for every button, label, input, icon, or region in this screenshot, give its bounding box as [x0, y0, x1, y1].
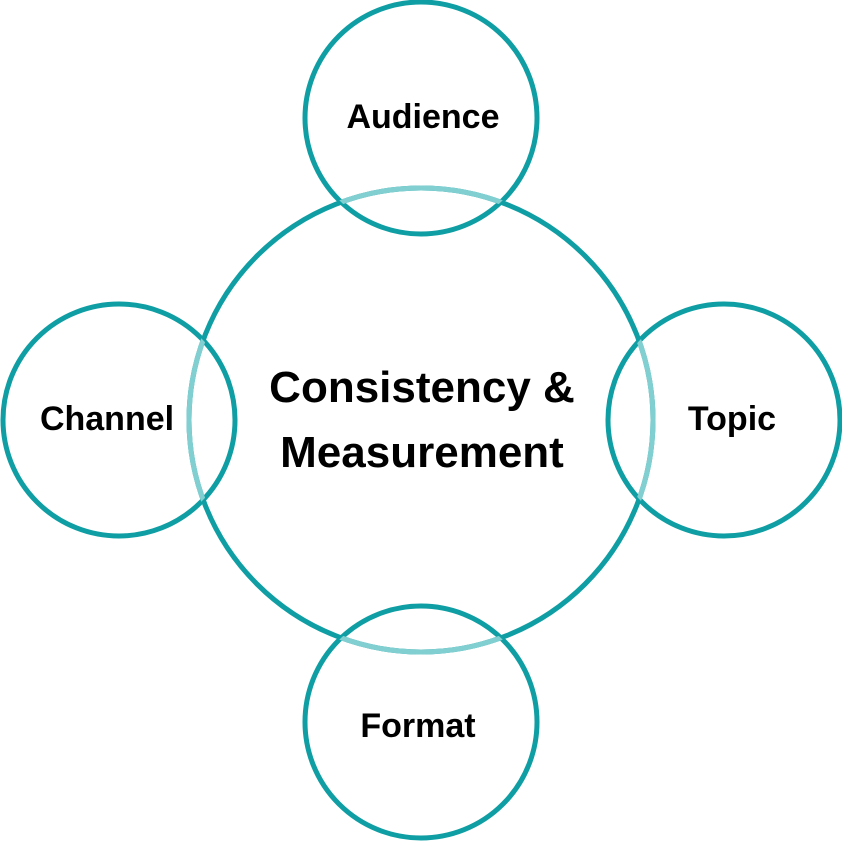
center-label-line-2: Measurement: [280, 428, 564, 477]
overlap-arc-bottom: [305, 606, 537, 655]
center-circle: [186, 185, 656, 655]
overlap-arc-top: [305, 185, 537, 234]
audience-circle: [302, 0, 540, 237]
audience-label: Audience: [346, 98, 499, 136]
topic-label: Topic: [688, 400, 776, 438]
format-circle: [302, 603, 540, 841]
format-label: Format: [360, 707, 475, 745]
channel-circle: [0, 301, 238, 539]
overlap-arc-right: [608, 304, 656, 536]
channel-label: Channel: [40, 400, 174, 438]
overlap-arc-left: [186, 304, 235, 536]
overlap-arcs: [186, 185, 656, 655]
center-label-line-1: Consistency &: [269, 363, 575, 412]
topic-circle: [605, 301, 842, 539]
